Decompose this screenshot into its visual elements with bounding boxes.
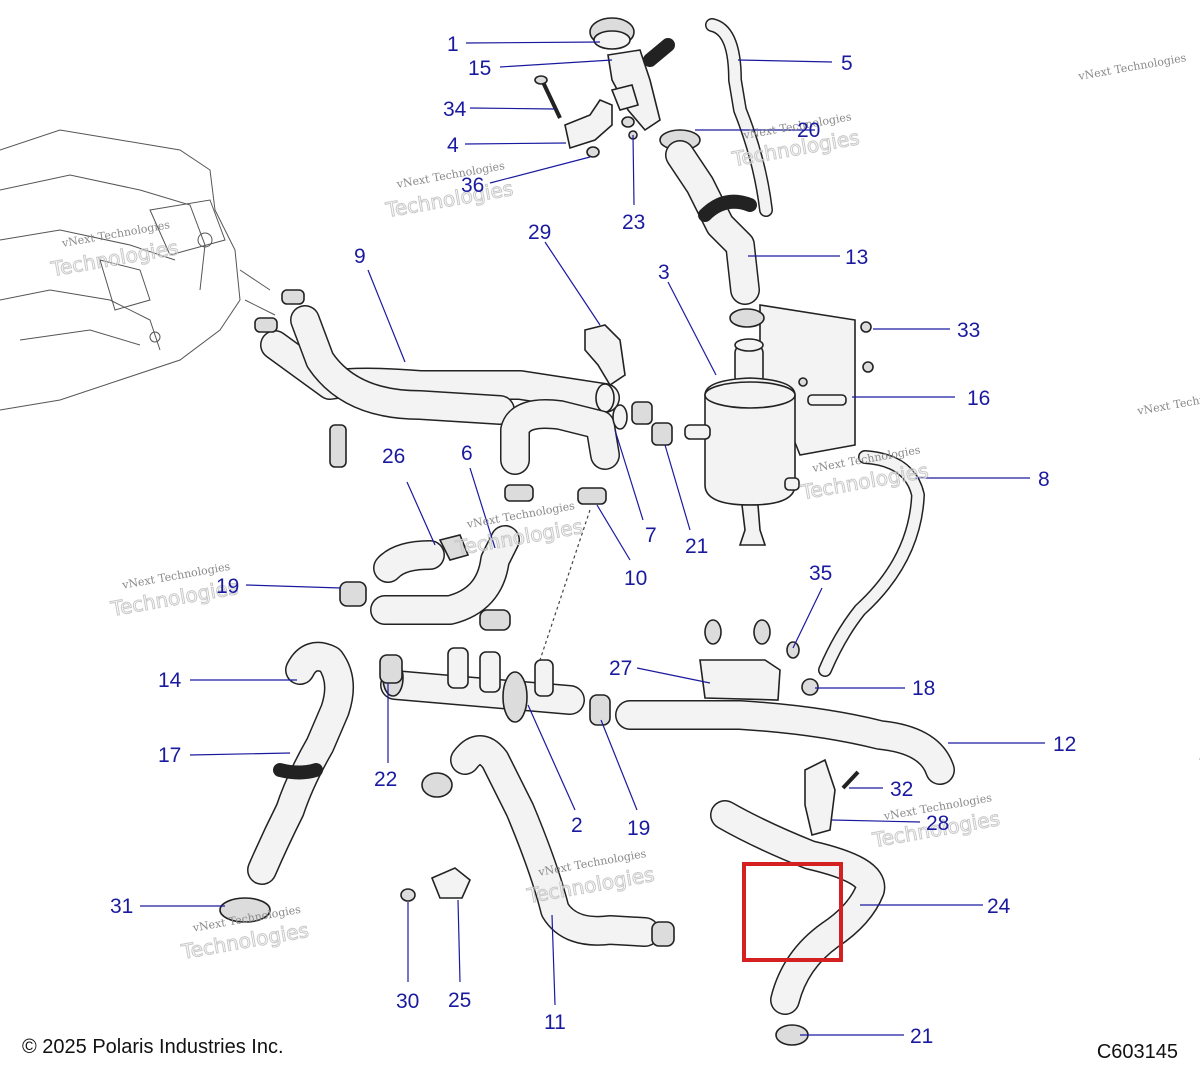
- part-3-reservoir: [684, 338, 800, 546]
- leader-lines: [140, 41, 1045, 1036]
- callout-35: 35: [809, 562, 832, 585]
- callout-31: 31: [110, 895, 133, 918]
- callout-8: 8: [1038, 468, 1050, 491]
- part-5-hose: [705, 18, 773, 217]
- dashed-guide: [539, 509, 591, 661]
- part-4-bracket: [564, 99, 613, 150]
- part-30-clip: [400, 888, 416, 902]
- callout-1: 1: [447, 33, 459, 56]
- callout-25: 25: [448, 989, 471, 1012]
- callout-14: 14: [158, 669, 182, 692]
- part-25-bracket: [430, 867, 471, 899]
- watermarks: vNext Technologies Technologies vNext Te…: [48, 51, 1200, 964]
- callout-28: 28: [926, 812, 949, 835]
- callout-11: 11: [544, 1011, 566, 1034]
- part-31-clamp: [219, 897, 271, 923]
- part-19-clamp-lower: [589, 694, 611, 726]
- callout-labels: 1 2 3 4 5 6 7 8 9 10 11 12 13 14 15 16 1…: [110, 33, 1076, 1048]
- part-12-hose: [615, 700, 955, 785]
- part-6-hose: [370, 525, 520, 626]
- callout-9: 9: [354, 245, 366, 268]
- part-9-hose: [260, 305, 620, 425]
- part-34-bolt: [534, 75, 562, 119]
- part-28-bracket: [804, 758, 836, 836]
- callout-13: 13: [845, 246, 868, 269]
- part-32-bolt: [841, 770, 860, 790]
- callout-16: 16: [967, 387, 990, 410]
- part-18-plug: [801, 678, 819, 696]
- callout-6: 6: [461, 442, 473, 465]
- part-27-assembly: [699, 619, 781, 701]
- callout-27: 27: [609, 657, 632, 680]
- callout-19: 19: [627, 817, 650, 840]
- part-2-manifold: [380, 647, 585, 723]
- part-22-clamp: [379, 654, 403, 684]
- callout-29: 29: [528, 221, 551, 244]
- callout-21: 21: [910, 1025, 933, 1048]
- part-22-clamp-lower: [421, 772, 453, 798]
- callout-18: 18: [912, 677, 935, 700]
- part-26-clamp: [438, 534, 470, 561]
- callout-26: 26: [382, 445, 405, 468]
- part-26-hose: [373, 540, 445, 583]
- watermark-label: vNext Technologies: [1135, 386, 1200, 418]
- part-16-slot: [807, 394, 847, 406]
- callout-7: 7: [645, 524, 657, 547]
- callout-30: 30: [396, 990, 419, 1013]
- part-6-clamp: [479, 609, 511, 631]
- callout-20: 20: [797, 119, 820, 142]
- hose-clamps-upper: [254, 289, 673, 505]
- callout-10: 10: [624, 567, 647, 590]
- part-11-clamp: [651, 921, 675, 947]
- callout-17: 17: [158, 744, 181, 767]
- part-11-hose: [450, 735, 660, 947]
- callout-34: 34: [443, 98, 467, 121]
- part-14-hose: [247, 641, 354, 885]
- callout-36: 36: [461, 174, 484, 197]
- callout-4: 4: [447, 134, 459, 157]
- part-15-filler-neck: [607, 38, 675, 132]
- diagram-code: C603145: [1096, 1041, 1178, 1063]
- callout-21: 21: [685, 535, 708, 558]
- callout-22: 22: [374, 768, 397, 791]
- part-13-hose: [665, 140, 760, 305]
- part-24-hose: [710, 800, 886, 1015]
- copyright-notice: © 2025 Polaris Industries Inc.: [22, 1036, 284, 1058]
- part-17-clamp: [273, 763, 323, 780]
- callout-5: 5: [841, 52, 853, 75]
- part-23-stud: [621, 116, 638, 140]
- callout-23: 23: [622, 211, 645, 234]
- callout-24: 24: [987, 895, 1011, 918]
- callout-33: 33: [957, 319, 980, 342]
- watermark-label: vNext Technologies: [1076, 51, 1187, 83]
- callout-32: 32: [890, 778, 913, 801]
- callout-15: 15: [468, 57, 491, 80]
- part-1-cap: [589, 17, 635, 50]
- callout-3: 3: [658, 261, 670, 284]
- part-35-fitting: [786, 641, 800, 659]
- highlight-box: [742, 862, 843, 962]
- callout-12: 12: [1053, 733, 1076, 756]
- callout-2: 2: [571, 814, 583, 837]
- callout-19: 19: [216, 575, 239, 598]
- part-7-elbow: [500, 399, 628, 475]
- engine-outline: [0, 129, 276, 411]
- part-36-nut: [586, 146, 600, 158]
- part-8-hose: [818, 450, 925, 677]
- part-29-clip: [584, 324, 626, 387]
- part-19-clamp-upper: [339, 581, 367, 607]
